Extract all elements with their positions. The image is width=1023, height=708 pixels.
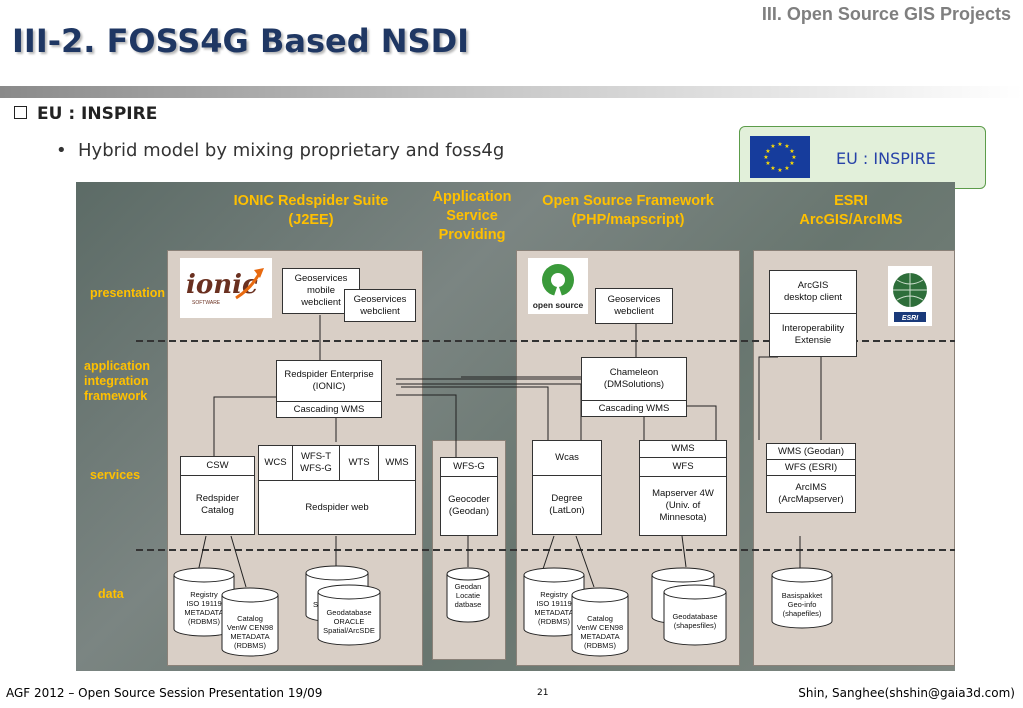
footer-page-number: 21 xyxy=(537,688,549,698)
footer-presentation: AGF 2012 – Open Source Session Presentat… xyxy=(6,686,323,700)
open-source-logo: open source xyxy=(528,258,588,314)
svg-text:★: ★ xyxy=(777,141,782,148)
open-source-logo-text: open source xyxy=(533,300,584,310)
architecture-diagram: IONIC Redspider Suite (J2EE) Application… xyxy=(76,182,955,671)
ionic-catalog-label: Catalog VenW CEN98 METADATA (RDBMS) xyxy=(226,614,274,650)
svg-text:★: ★ xyxy=(791,154,796,161)
layer-label-integration: application integration framework xyxy=(84,359,150,403)
bullet-heading: EU : INSPIRE xyxy=(14,104,157,124)
title-underline-bar xyxy=(0,86,1023,98)
svg-text:★: ★ xyxy=(763,154,768,161)
svg-text:★: ★ xyxy=(784,165,789,172)
degree-latlon: Degree (LatLon) xyxy=(532,475,602,535)
eu-inspire-callout: ★★★★ ★★★★ ★★★★ EU : INSPIRE xyxy=(739,126,986,189)
layer-label-data: data xyxy=(98,587,124,601)
column-header-ionic: IONIC Redspider Suite (J2EE) xyxy=(233,193,389,228)
osf-catalog-db xyxy=(571,587,629,657)
osf-cascading-wms: Cascading WMS xyxy=(581,400,687,417)
ionic-registry-db xyxy=(173,567,235,637)
column-header-asp: Application Service Providing xyxy=(432,189,512,243)
redspider-enterprise: Redspider Enterprise (IONIC) xyxy=(276,360,382,402)
layer-label-presentation: presentation xyxy=(90,286,166,300)
osf-geodatabase-db xyxy=(663,584,727,646)
svg-text:★: ★ xyxy=(765,160,770,167)
ionic-wfs-t-wfs-g: WFS-T WFS-G xyxy=(292,445,340,481)
svg-text:★: ★ xyxy=(777,167,782,174)
esri-logo: ESRI xyxy=(888,266,932,326)
osf-wms: WMS xyxy=(639,440,727,458)
ionic-logo: ionic SOFTWARE xyxy=(180,258,272,318)
bullet-item: • Hybrid model by mixing proprietary and … xyxy=(56,140,504,161)
svg-text:★: ★ xyxy=(784,143,789,150)
svg-text:★: ★ xyxy=(765,148,770,155)
eu-flag-icon: ★★★★ ★★★★ ★★★★ xyxy=(750,136,810,178)
callout-label: EU : INSPIRE xyxy=(836,149,936,168)
footer-author: Shin, Sanghee(shshin@gaia3d.com) xyxy=(798,686,1015,700)
ionic-webclient: Geoservices webclient xyxy=(344,289,416,322)
chameleon-dmsolutions: Chameleon (DMSolutions) xyxy=(581,357,687,401)
redspider-catalog: Redspider Catalog xyxy=(180,475,255,535)
osf-webclient: Geoservices webclient xyxy=(595,288,673,324)
section-label: III. Open Source GIS Projects xyxy=(761,4,1011,24)
redspider-web: Redspider web xyxy=(258,480,416,535)
osf-registry-db xyxy=(523,567,585,637)
svg-text:★: ★ xyxy=(789,148,794,155)
column-header-esri: ESRI ArcGIS/ArcIMS xyxy=(799,193,903,228)
ionic-wms: WMS xyxy=(378,445,416,481)
ionic-wcs: WCS xyxy=(258,445,293,481)
osf-catalog-label: Catalog VenW CEN98 METADATA (RDBMS) xyxy=(576,614,624,650)
osf-wfs: WFS xyxy=(639,457,727,477)
arcims-arcmapserver: ArcIMS (ArcMapserver) xyxy=(766,475,856,513)
ionic-logo-text: ionic xyxy=(186,270,258,300)
esri-wfs: WFS (ESRI) xyxy=(766,459,856,476)
ionic-geodatabase-db xyxy=(317,584,381,646)
osf-geodatabase-label: Geodatabase (shapesfiles) xyxy=(672,612,718,630)
svg-text:★: ★ xyxy=(770,143,775,150)
ionic-logo-sub: SOFTWARE xyxy=(192,300,221,306)
geodan-locatie-label: Geodan Locatie datbase xyxy=(454,582,482,609)
osf-wcas: Wcas xyxy=(532,440,602,476)
arcgis-desktop-client: ArcGIS desktop client xyxy=(769,270,857,314)
ionic-wts: WTS xyxy=(339,445,379,481)
ionic-geodatabase-label: Geodatabase ORACLE Spatial/ArcSDE xyxy=(323,608,375,635)
asp-wfs-g: WFS-G xyxy=(440,457,498,477)
bullet-item-text: Hybrid model by mixing proprietary and f… xyxy=(78,140,505,161)
mapserver-4w: Mapserver 4W (Univ. of Minnesota) xyxy=(639,476,727,536)
osf-registry-label: Registry ISO 19119 METADATA (RDBMS) xyxy=(534,590,574,626)
interoperability-extensie: Interoperability Extensie xyxy=(769,313,857,357)
slide-title: III-2. FOSS4G Based NSDI xyxy=(12,22,470,60)
svg-text:★: ★ xyxy=(770,165,775,172)
layer-label-services: services xyxy=(90,468,141,482)
ionic-geodatabase-back-label: S xyxy=(313,600,319,609)
geocoder-geodan: Geocoder (Geodan) xyxy=(440,476,498,536)
geodan-locatie-db xyxy=(446,567,490,623)
column-header-osf: Open Source Framework (PHP/mapscript) xyxy=(542,193,714,228)
ionic-csw: CSW xyxy=(180,456,255,476)
square-bullet-icon xyxy=(14,106,27,119)
esri-logo-text: ESRI xyxy=(902,315,919,322)
esri-wms-geodan: WMS (Geodan) xyxy=(766,443,856,460)
dot-bullet-icon: • xyxy=(56,140,67,161)
ionic-catalog-db xyxy=(221,587,279,657)
bullet-heading-text: EU : INSPIRE xyxy=(37,104,158,124)
ionic-registry-label: Registry ISO 19119 METADATA (RDBMS) xyxy=(184,590,224,626)
esri-basispakket-label: Basispakket Geo-info (shapefiles) xyxy=(781,591,823,618)
svg-text:★: ★ xyxy=(789,160,794,167)
esri-basispakket-db xyxy=(771,567,833,629)
ionic-cascading-wms: Cascading WMS xyxy=(276,401,382,418)
